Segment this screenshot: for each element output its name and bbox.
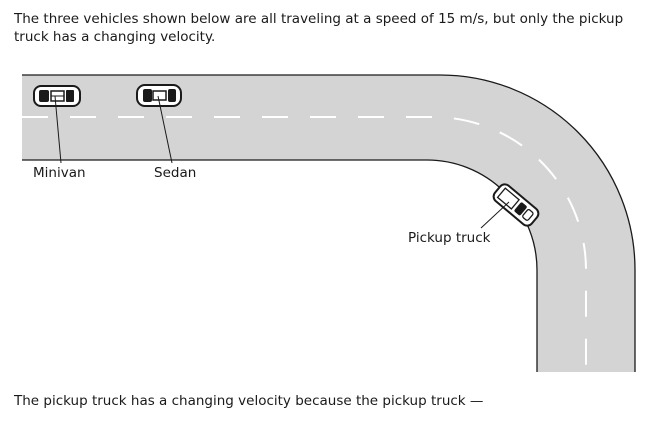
road-surface	[22, 75, 635, 372]
minivan-icon	[33, 85, 81, 107]
sedan-icon	[136, 84, 182, 107]
question-stem: The pickup truck has a changing velocity…	[14, 393, 484, 409]
sedan-leader-line	[157, 95, 173, 164]
sedan-label: Sedan	[154, 165, 196, 181]
road-outer-edge	[22, 74, 636, 372]
road-inner-edge	[22, 159, 538, 372]
pickup-leader-line	[480, 201, 510, 229]
lane-center-line	[22, 116, 587, 372]
intro-text: The three vehicles shown below are all t…	[14, 11, 624, 45]
minivan-label: Minivan	[33, 165, 86, 181]
minivan-leader-line	[54, 95, 62, 164]
pickup-truck-icon	[492, 183, 540, 227]
pickup-truck-label: Pickup truck	[408, 230, 491, 246]
